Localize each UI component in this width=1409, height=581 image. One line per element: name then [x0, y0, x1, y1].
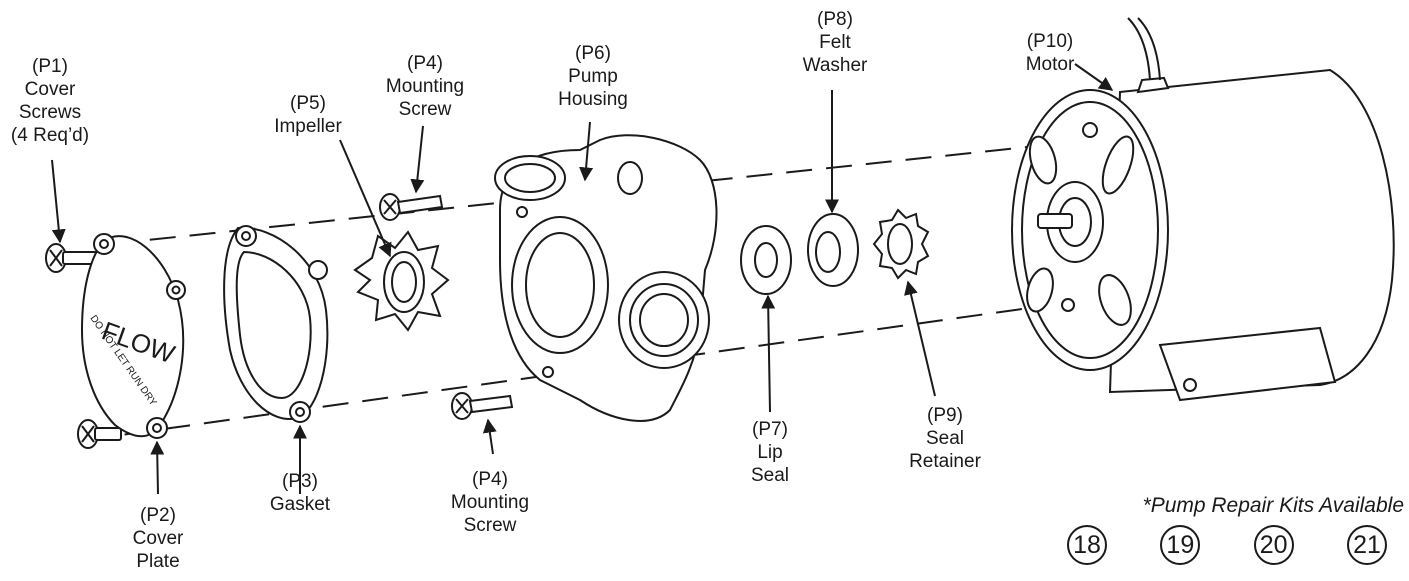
label-pump-housing: (P6) Pump Housing: [558, 43, 628, 110]
label-impeller: (P5) Impeller: [274, 93, 342, 137]
label-cover-screws: (P1) Cover Screws (4 Req’d): [10, 56, 90, 146]
cover-screw-top: [45, 243, 98, 273]
mounting-screw-bottom: [451, 392, 514, 420]
label-lip-seal: (P7) Lip Seal: [750, 419, 790, 486]
cover-plate: [80, 233, 186, 439]
motor: [1011, 17, 1395, 402]
leader-arrows: [51, 63, 1114, 495]
impeller: [353, 230, 450, 332]
lip-seal: [740, 225, 792, 295]
label-motor: (P10) Motor: [1025, 31, 1075, 75]
repair-kit-badge: 21: [1346, 525, 1387, 565]
cover-screw-bottom: [77, 419, 122, 449]
pump-housing: [494, 134, 718, 422]
repair-kit-badge: 20: [1253, 525, 1294, 565]
felt-washer: [807, 213, 859, 287]
repair-kits-title: *Pump Repair Kits Available: [1142, 494, 1404, 517]
label-mounting-screw-bottom: (P4) Mounting Screw: [450, 469, 530, 536]
label-felt-washer: (P8) Felt Washer: [802, 9, 868, 76]
label-seal-retainer: (P9) Seal Retainer: [909, 405, 981, 472]
gasket: [223, 225, 329, 423]
repair-kit-badge: 18: [1067, 525, 1107, 565]
repair-kit-list: 18 19 20 21: [1067, 525, 1387, 565]
label-gasket: (P3) Gasket: [269, 471, 331, 515]
label-cover-plate: (P2) Cover Plate: [132, 505, 184, 572]
label-mounting-screw-top: (P4) Mounting Screw: [385, 53, 465, 120]
mounting-screw-top: [379, 193, 444, 221]
repair-kit-badge: 19: [1160, 525, 1201, 565]
seal-retainer: [872, 208, 930, 280]
